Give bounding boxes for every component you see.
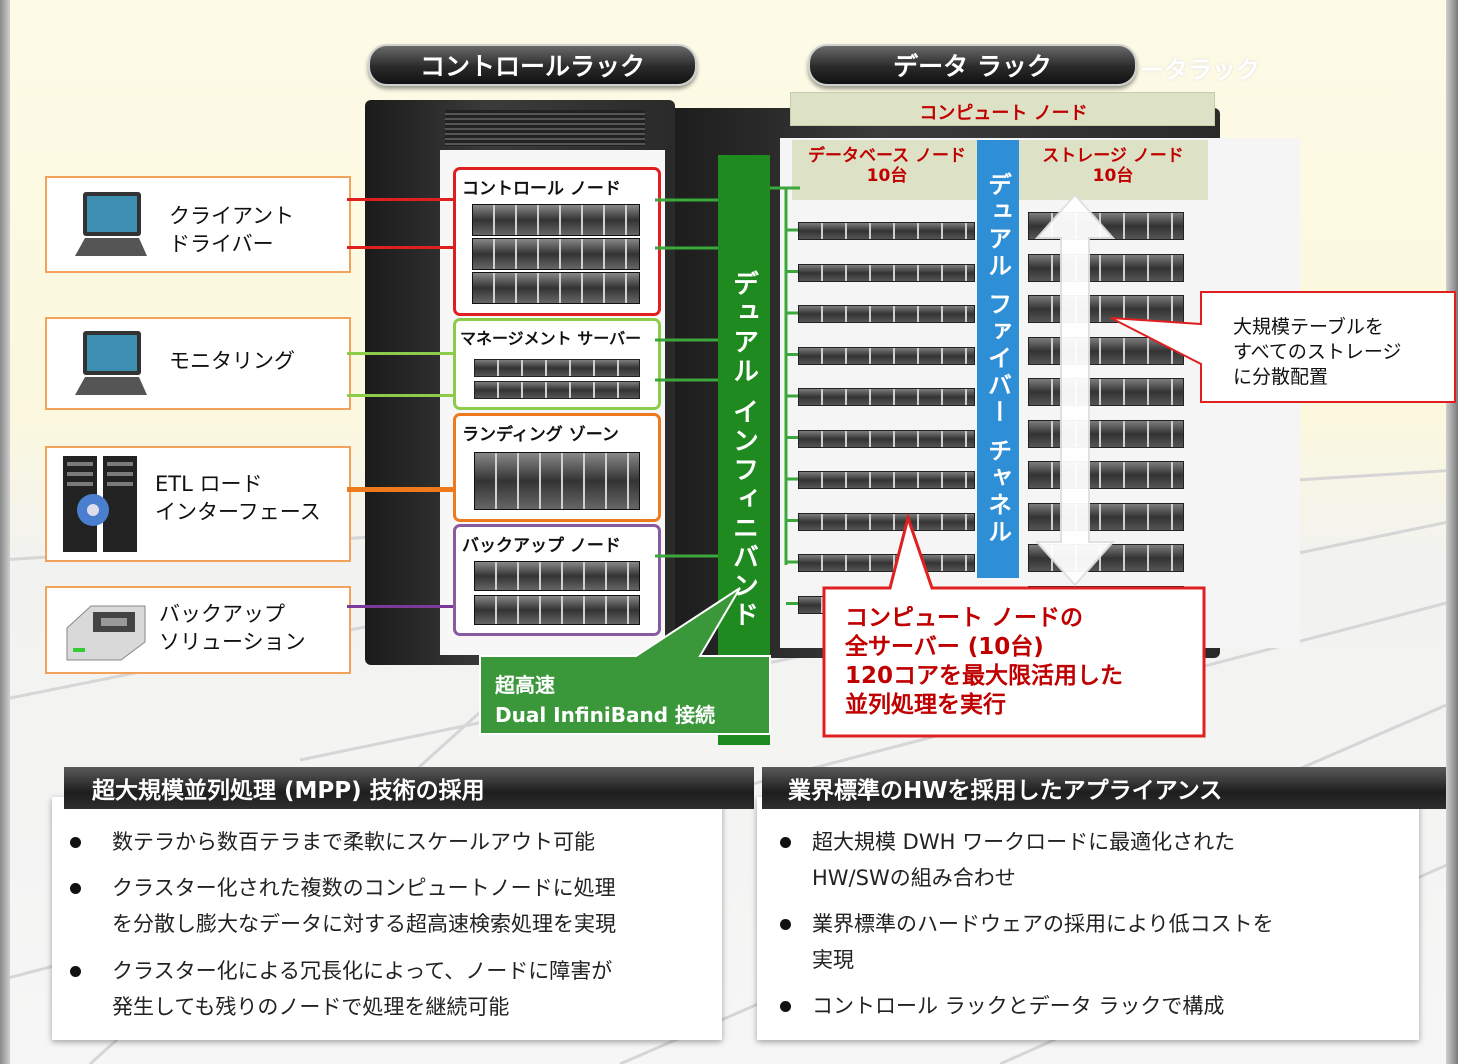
infiniband-callout-text: 超高速 Dual InfiniBand 接続	[495, 673, 716, 727]
storage-server	[1028, 419, 1184, 448]
distribution-arrow-icon	[1034, 193, 1116, 587]
storage-server	[1028, 253, 1184, 282]
storage-server	[1028, 378, 1184, 406]
client-link-2	[347, 246, 453, 249]
backup-node-group: バックアップ ノード	[453, 524, 661, 636]
etl-load-interface-box: ETL ロード インターフェース	[45, 446, 351, 562]
fiber-channel-bar: デュアル ファイバー チャネル	[977, 140, 1019, 578]
right-frame	[1446, 0, 1458, 1064]
database-server	[798, 222, 975, 240]
control-rack-label: コントロールラック	[368, 44, 697, 86]
infiniband-bar: デュアル インフィニバンド	[718, 155, 770, 745]
infiniband-callout-shape	[479, 587, 771, 735]
storage-server	[1028, 295, 1184, 323]
database-server	[798, 263, 975, 282]
database-server	[798, 388, 975, 406]
control-node-group: コントロール ノード	[453, 167, 661, 316]
storage-callout-shape	[1110, 291, 1456, 403]
mpp-section	[52, 797, 722, 1040]
database-server	[798, 305, 975, 323]
storage-callout-text: 大規模テーブルを すべてのストレージ に分散配置	[1233, 316, 1402, 388]
laptop-icon	[75, 192, 147, 256]
monitoring-link-1	[347, 352, 453, 355]
storage-server	[1028, 502, 1184, 531]
mpp-bullet-1: 数テラから数百テラまで柔軟にスケールアウト可能	[70, 824, 710, 860]
monitoring-box: モニタリング	[45, 317, 351, 410]
hw-bullet-3: コントロール ラックとデータ ラックで構成	[780, 988, 1400, 1024]
laptop-icon	[75, 331, 147, 395]
server-gear-icon	[63, 456, 137, 552]
tape-drive-icon	[66, 605, 146, 661]
mpp-section-title: 超大規模並列処理 (MPP) 技術の採用	[64, 767, 754, 809]
compute-callout-shape	[822, 512, 1206, 738]
database-node-header: データベース ノード 10台	[792, 140, 982, 200]
database-server	[798, 471, 975, 489]
database-server	[798, 554, 975, 572]
storage-server	[1028, 336, 1184, 365]
compute-node-header: コンピュート ノード	[790, 92, 1215, 126]
hw-appliance-section	[757, 797, 1419, 1040]
mpp-bullet-3: クラスター化による冗長化によって、ノードに障害が 発生しても残りのノードで処理を…	[70, 953, 710, 1025]
landing-zone-group: ランディング ゾーン	[453, 413, 661, 522]
database-server	[798, 512, 975, 531]
backup-link	[347, 605, 453, 608]
ghost-rack-label: ータラック	[1140, 56, 1260, 84]
client-driver-box: クライアント ドライバー	[45, 176, 351, 273]
etl-link	[347, 487, 453, 492]
client-link-1	[347, 198, 453, 201]
mpp-bullet-2: クラスター化された複数のコンピュートノードに処理 を分散し膨大なデータに対する超…	[70, 870, 710, 942]
backup-solution-box: バックアップ ソリューション	[45, 586, 351, 674]
storage-server	[1028, 461, 1184, 489]
database-server	[798, 429, 975, 448]
hw-bullet-2: 業界標準のハードウェアの採用により低コストを 実現	[780, 906, 1400, 978]
data-rack-label: データ ラック	[808, 44, 1137, 86]
management-server-group: マネージメント サーバー	[453, 318, 661, 410]
hw-bullet-1: 超大規模 DWH ワークロードに最適化された HW/SWの組み合わせ	[780, 824, 1400, 896]
storage-node-header: ストレージ ノード 10台	[1018, 140, 1208, 200]
compute-callout-text: コンピュート ノードの 全サーバー (10台) 120コアを最大限活用した 並列…	[845, 605, 1124, 718]
monitoring-link-2	[347, 394, 453, 397]
left-frame	[0, 0, 10, 1064]
hw-appliance-section-title: 業界標準のHWを採用したアプライアンス	[762, 767, 1446, 809]
database-server	[798, 346, 975, 365]
